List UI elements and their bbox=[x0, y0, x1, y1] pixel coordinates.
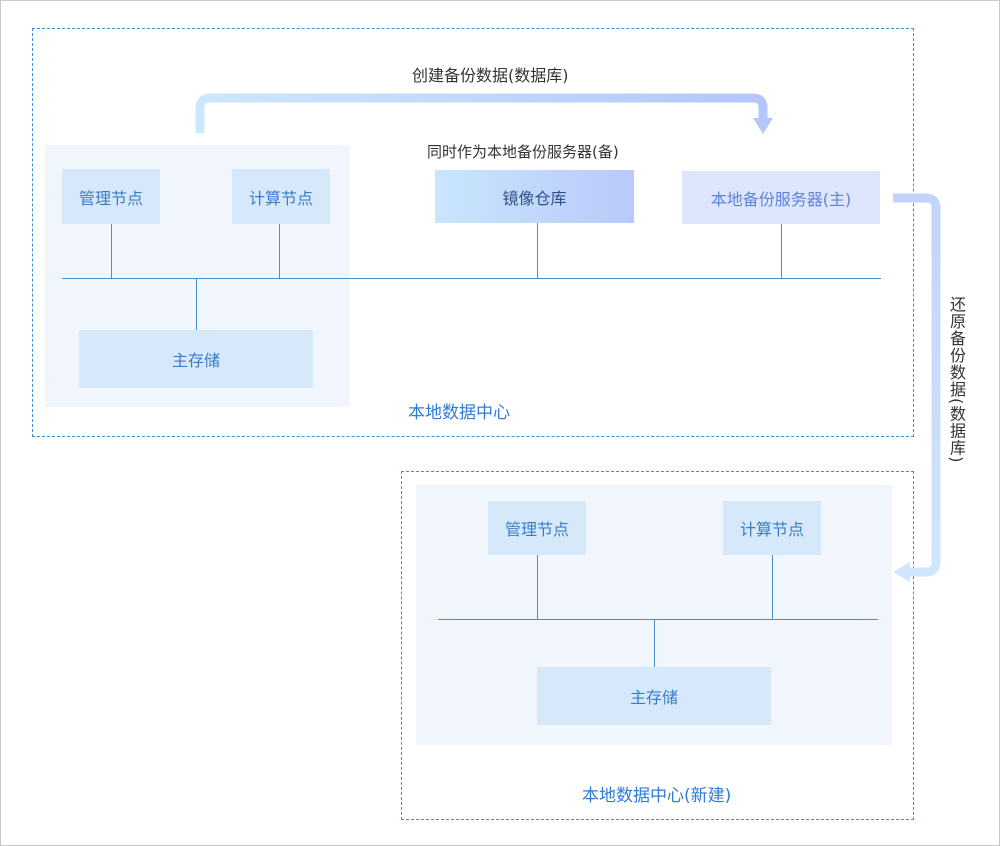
local-datacenter-boundary bbox=[32, 28, 914, 437]
new-main-storage: 主存储 bbox=[537, 667, 771, 725]
create-backup-arrowhead bbox=[753, 118, 773, 134]
new-datacenter-boundary bbox=[401, 471, 914, 820]
local-management-node: 管理节点 bbox=[62, 169, 160, 224]
create-backup-arrow bbox=[195, 93, 768, 133]
new-network-bus bbox=[438, 619, 878, 620]
restore-backup-arrowhead bbox=[893, 562, 910, 582]
restore-backup-label: 还原备份数据(数据库) bbox=[947, 296, 966, 464]
local-datacenter-title: 本地数据中心 bbox=[408, 403, 510, 423]
local-network-bus bbox=[62, 278, 881, 279]
local-mgmt-link bbox=[111, 224, 112, 278]
backup-server-link bbox=[781, 224, 782, 278]
new-datacenter-title: 本地数据中心(新建) bbox=[582, 786, 732, 806]
local-storage-link bbox=[196, 278, 197, 330]
local-main-storage: 主存储 bbox=[79, 330, 313, 388]
local-compute-node: 计算节点 bbox=[232, 169, 330, 224]
image-repository: 镜像仓库 bbox=[435, 170, 634, 223]
new-management-node: 管理节点 bbox=[488, 501, 586, 555]
local-backup-server-primary: 本地备份服务器(主) bbox=[682, 171, 880, 224]
restore-backup-arrow bbox=[893, 193, 941, 577]
new-storage-link bbox=[654, 619, 655, 667]
new-compute-node: 计算节点 bbox=[723, 501, 821, 555]
image-repo-link bbox=[537, 223, 538, 278]
new-compute-link bbox=[772, 555, 773, 619]
new-mgmt-link bbox=[537, 555, 538, 619]
image-repo-note: 同时作为本地备份服务器(备) bbox=[427, 143, 619, 161]
create-backup-label: 创建备份数据(数据库) bbox=[412, 66, 569, 85]
local-compute-link bbox=[279, 224, 280, 278]
